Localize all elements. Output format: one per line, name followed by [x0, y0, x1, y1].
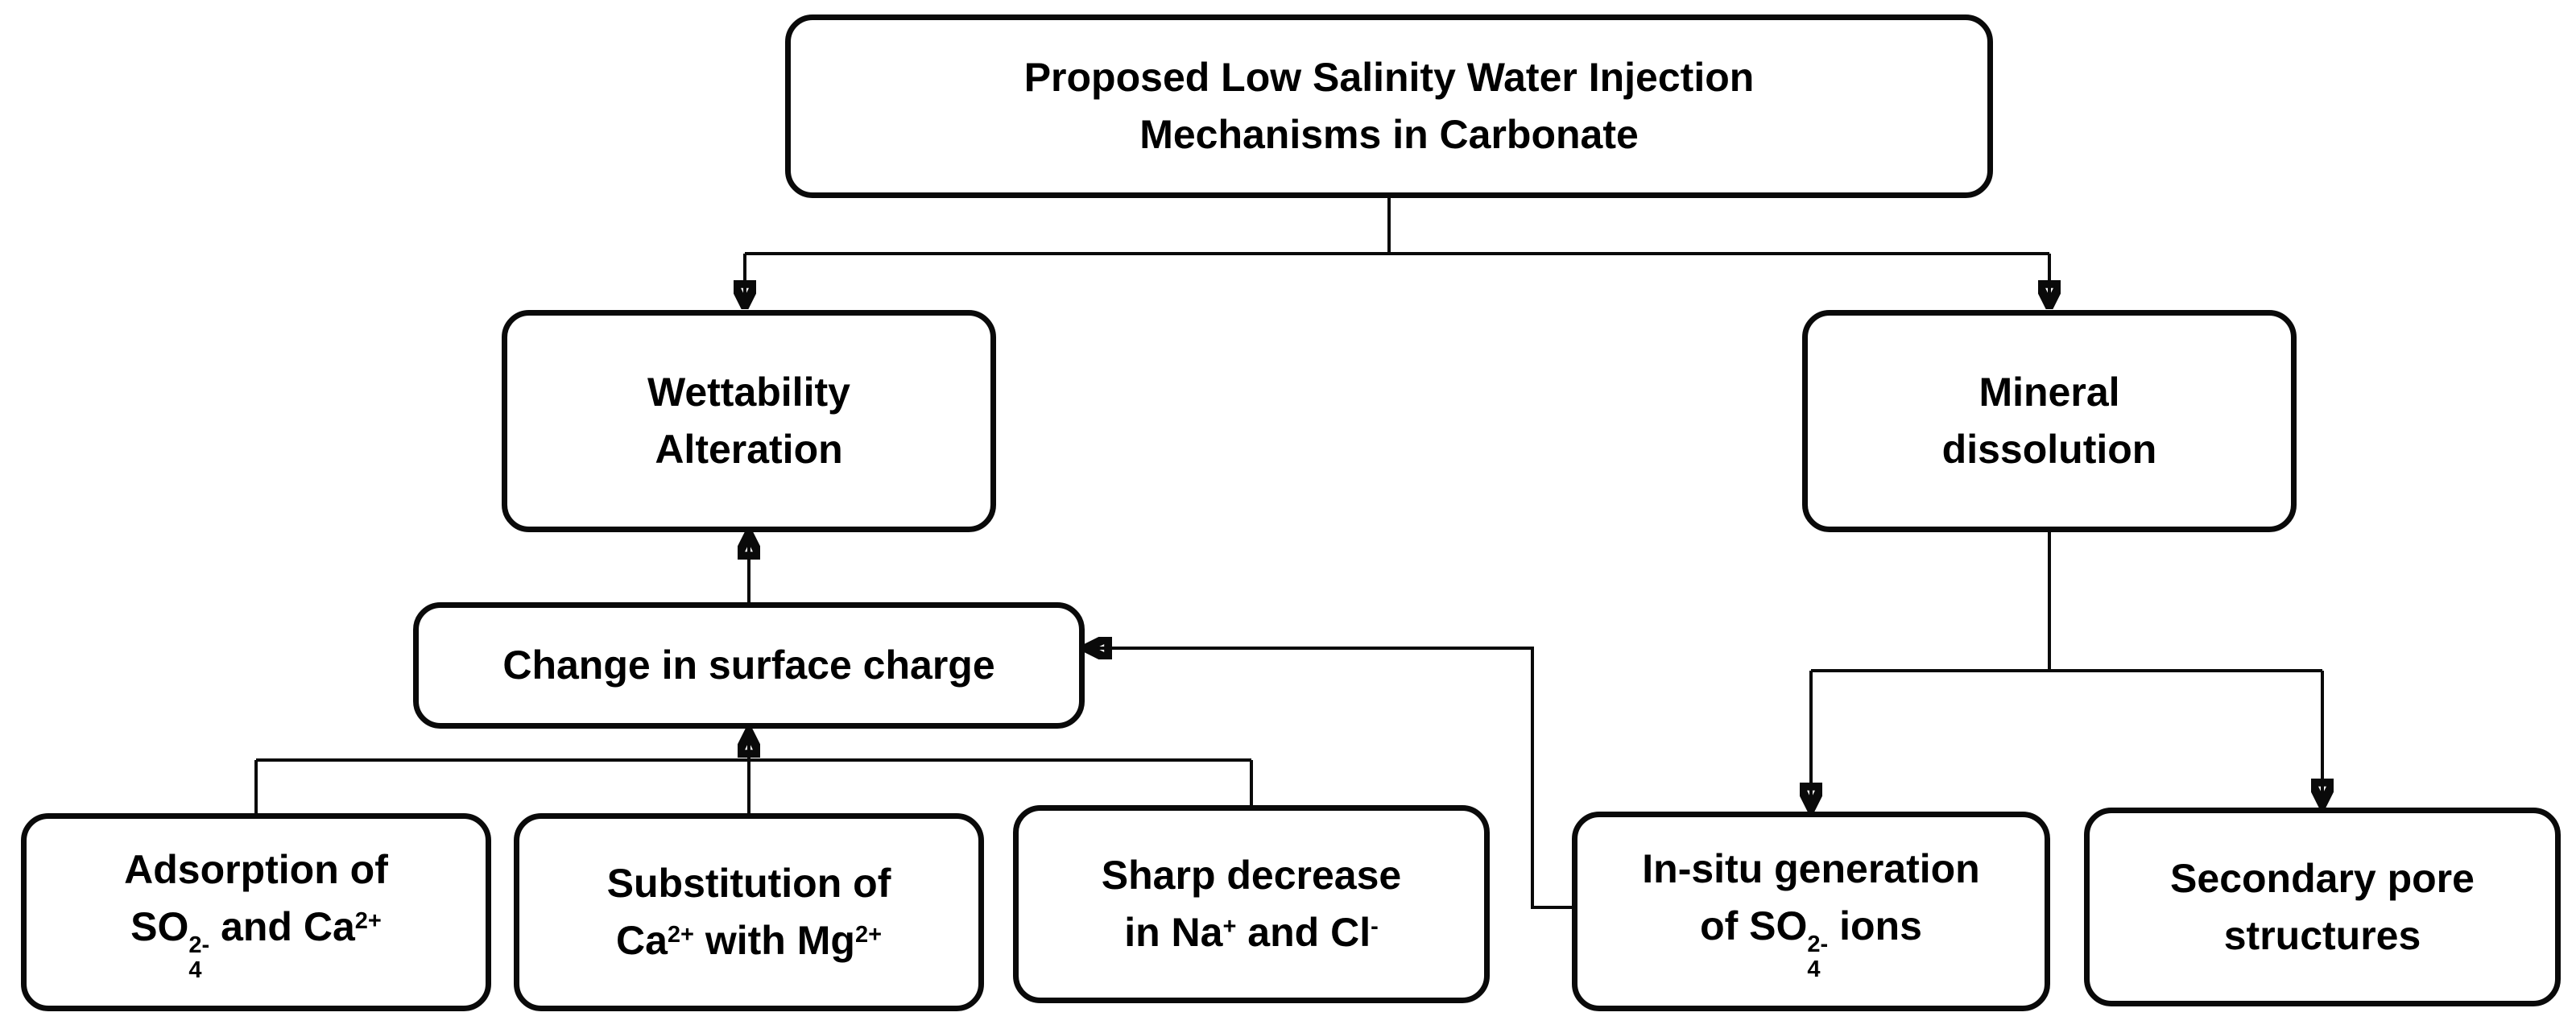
secondary-line-1: Secondary pore: [2170, 855, 2475, 901]
substitution-line-1: Substitution of: [606, 861, 891, 906]
adsorption-and-ca: and Ca: [209, 904, 355, 950]
secondary-line-2: structures: [2223, 912, 2421, 958]
na-superscript: +: [1222, 913, 1237, 940]
substitution-ca: Ca: [615, 918, 668, 963]
mineral-line-2: dissolution: [1941, 427, 2157, 472]
ca-superscript: 2+: [354, 908, 382, 935]
wettability-line-1: Wettability: [647, 370, 850, 415]
substitution-line-2: Ca2+ with Mg2+: [616, 912, 882, 969]
wettability-line-2: Alteration: [655, 427, 843, 472]
so4-superscript: 2-: [188, 932, 210, 959]
sharp-decrease-cl: and Cl: [1236, 910, 1371, 955]
node-substitution: Substitution of Ca2+ with Mg2+: [514, 813, 984, 1011]
insitu-line-1: In-situ generation: [1642, 846, 1980, 892]
sharp-decrease-line-1: Sharp decrease: [1101, 853, 1402, 898]
adsorption-line-1: Adsorption of: [124, 847, 388, 893]
mineral-line-1: Mineral: [1979, 370, 2120, 415]
surface-charge-label: Change in surface charge: [502, 643, 995, 688]
so4-ion-stack: 2-4: [188, 933, 209, 982]
title-line-2: Mechanisms in Carbonate: [1139, 112, 1639, 157]
node-wettability-alteration: Wettability Alteration: [502, 310, 996, 532]
sharp-decrease-line-2: in Na+ and Cl-: [1124, 904, 1379, 961]
insitu-of-so: of SO: [1700, 903, 1808, 949]
substitution-ca-superscript: 2+: [667, 921, 694, 948]
substitution-with-mg: with Mg: [693, 918, 855, 963]
so4-subscript: 4: [188, 957, 202, 984]
insitu-so4-subscript: 4: [1807, 957, 1821, 983]
node-change-in-surface-charge: Change in surface charge: [413, 602, 1085, 729]
node-secondary-pore: Secondary pore structures: [2084, 808, 2561, 1006]
insitu-ions: ions: [1828, 903, 1922, 949]
insitu-so4-ion-stack: 2-4: [1807, 932, 1828, 981]
connector-arrow-insitu-to-charge: [1090, 648, 1572, 909]
cl-superscript: -: [1371, 913, 1379, 940]
node-mineral-dissolution: Mineral dissolution: [1802, 310, 2297, 532]
node-title: Proposed Low Salinity Water Injection Me…: [785, 14, 1993, 198]
substitution-mg-superscript: 2+: [854, 921, 883, 948]
sharp-decrease-na: in Na: [1124, 910, 1223, 955]
insitu-so4-superscript: 2-: [1807, 932, 1829, 958]
adsorption-so: SO: [130, 904, 189, 950]
node-sharp-decrease: Sharp decrease in Na+ and Cl-: [1013, 805, 1490, 1003]
title-line-1: Proposed Low Salinity Water Injection: [1023, 55, 1755, 100]
